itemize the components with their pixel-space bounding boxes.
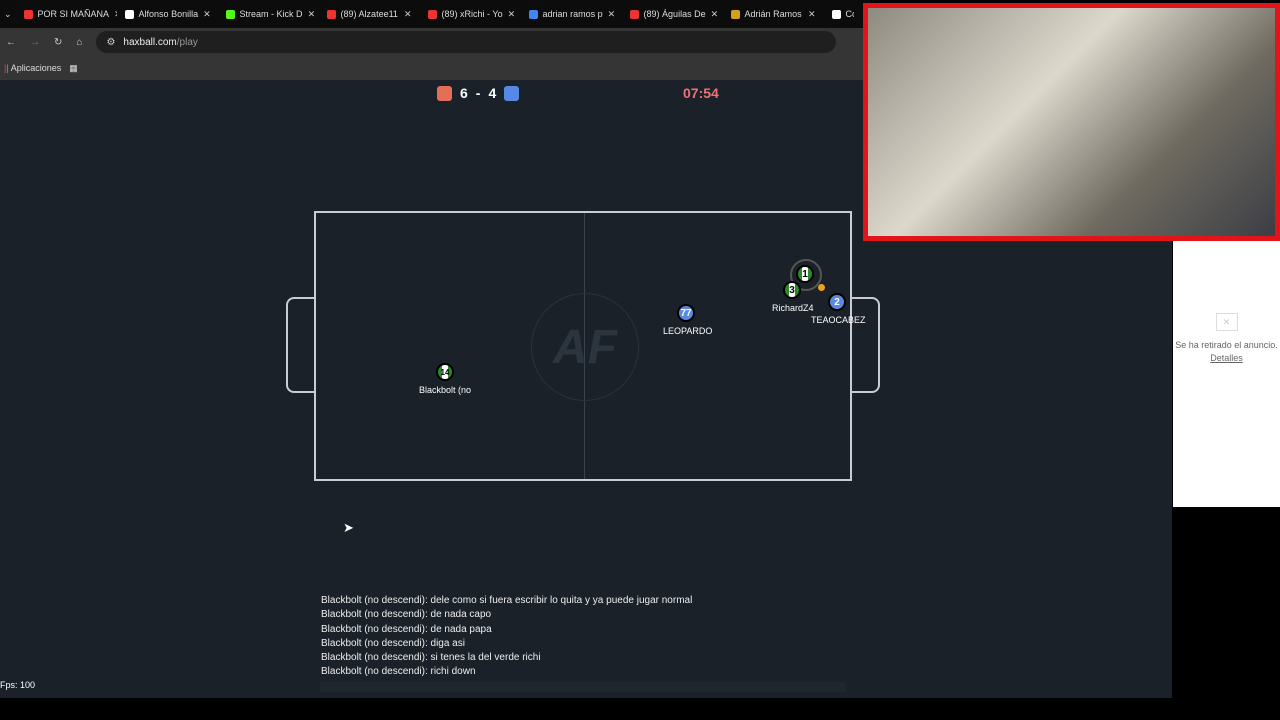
fps-counter: Fps: 100	[0, 680, 36, 690]
kick-ring	[790, 259, 822, 291]
tab-favicon-icon	[225, 9, 235, 19]
chat-input[interactable]	[320, 682, 846, 692]
back-icon[interactable]: ←	[6, 36, 16, 48]
player-number: 77	[680, 307, 692, 319]
browser-tab[interactable]: (89) Alzatee11 ✕	[319, 9, 420, 20]
player-name: TEAOCABEZ	[811, 315, 866, 325]
chat-message: Blackbolt (no descendi): de nada capo	[321, 609, 492, 621]
tab-title: (89) Águilas De	[643, 9, 706, 19]
chat-message: Blackbolt (no descendi): dele como si fu…	[321, 595, 693, 606]
bookmark-label: Aplicaciones	[10, 63, 62, 73]
url-host: haxball.com	[123, 36, 177, 48]
tab-close-icon[interactable]: ✕	[307, 8, 316, 19]
player-name: LEOPARDO	[663, 326, 713, 336]
player-number: 2	[834, 296, 840, 308]
tab-title: adrian ramos p	[542, 9, 603, 19]
ad-details-link[interactable]: Detalles	[1210, 353, 1243, 363]
field-logo: AF	[553, 320, 617, 374]
game-timer: 07:54	[683, 85, 719, 101]
site-info-icon[interactable]: ⚙	[106, 36, 116, 48]
tab-close-icon[interactable]: ✕	[203, 8, 211, 19]
ad-removed-panel: ✕ Se ha retirado el anuncio. Detalles	[1173, 241, 1280, 507]
reload-icon[interactable]: ↻	[54, 36, 63, 48]
player-richardz4: 3	[783, 281, 801, 299]
score-separator: -	[475, 85, 481, 101]
apps-bookmark[interactable]: || Aplicaciones	[4, 63, 61, 73]
apps-icon: |	[6, 63, 9, 73]
url-path: /play	[176, 36, 198, 48]
player-number: 14	[440, 367, 450, 377]
chat-message: Blackbolt (no descendi): si tenes la del…	[321, 652, 541, 664]
grid-icon[interactable]: ▦	[69, 62, 78, 73]
browser-tab[interactable]: Adrián Ramos ✕	[723, 9, 824, 20]
tab-favicon-icon	[528, 9, 538, 19]
tab-title: Stream - Kick D	[239, 9, 303, 19]
red-score: 6	[460, 85, 468, 101]
browser-tab[interactable]: (89) xRichi - Yo ✕	[420, 9, 521, 20]
tab-favicon-icon	[427, 9, 437, 19]
browser-tab[interactable]: adrian ramos p ✕	[521, 9, 622, 20]
tab-title: (89) Alzatee11	[340, 9, 398, 19]
center-circle: AF	[531, 293, 639, 401]
mouse-cursor-icon: ➤	[343, 520, 354, 535]
tab-favicon-icon	[831, 9, 841, 19]
player-number: 3	[789, 284, 795, 296]
browser-tab[interactable]: Alfonso Bonilla ✕	[117, 9, 218, 20]
tab-close-icon[interactable]: ✕	[404, 8, 412, 19]
tab-close-icon[interactable]: ✕	[808, 8, 816, 19]
address-bar: ← → ↻ ⌂ ⚙ haxball.com/play	[0, 28, 870, 56]
player-teaocabez: 2	[828, 293, 846, 311]
tab-close-icon[interactable]: ✕	[710, 8, 719, 19]
bookmarks-bar: || Aplicaciones ▦	[0, 56, 870, 80]
ball	[818, 284, 825, 291]
home-icon[interactable]: ⌂	[76, 36, 83, 48]
apps-icon: |	[4, 63, 7, 73]
player-leopardo: 77	[677, 304, 695, 322]
tab-close-icon[interactable]: ✕	[114, 9, 116, 20]
tab-title: POR SI MAÑANA	[37, 9, 110, 19]
tab-title: (89) xRichi - Yo	[441, 9, 503, 19]
browser-tab[interactable]: Co	[824, 9, 854, 20]
pitch: AF	[314, 211, 852, 481]
tab-close-icon[interactable]: ✕	[607, 8, 616, 19]
tab-favicon-icon	[629, 9, 639, 19]
browser-tab[interactable]: Stream - Kick D ✕	[218, 9, 319, 20]
webcam-overlay	[863, 3, 1280, 241]
tab-favicon-icon	[326, 9, 336, 19]
right-goal	[850, 297, 880, 393]
player-blackbolt: 14	[436, 363, 454, 381]
browser-tab[interactable]: POR SI MAÑANA ✕	[16, 9, 117, 20]
scoreboard: 6 - 4	[437, 85, 520, 101]
player-name: Blackbolt (no	[419, 385, 472, 395]
tab-title: Alfonso Bonilla	[138, 9, 199, 19]
blue-score: 4	[488, 85, 497, 101]
tab-favicon-icon	[730, 9, 740, 19]
browser-tab[interactable]: (89) Águilas De ✕	[622, 9, 723, 20]
blue-team-icon	[504, 85, 520, 101]
chat-message: Blackbolt (no descendi): richi down	[321, 666, 476, 678]
player-name: RichardZ4	[772, 303, 814, 313]
red-team-icon	[437, 85, 452, 101]
tab-favicon-icon	[23, 9, 33, 19]
forward-icon[interactable]: →	[30, 36, 40, 48]
tab-favicon-icon	[124, 9, 134, 19]
player-number: 1	[802, 268, 808, 280]
ad-close-icon: ✕	[1215, 313, 1238, 331]
chat-message: Blackbolt (no descendi): de nada papa	[321, 623, 492, 635]
chat-message: Blackbolt (no descendi): diga asi	[321, 637, 465, 649]
tab-list-chevron-icon[interactable]: ⌄	[4, 8, 12, 19]
left-goal	[286, 297, 316, 393]
tab-title: Co	[845, 9, 854, 19]
url-input[interactable]: ⚙ haxball.com/play	[96, 31, 837, 53]
chat-log: Blackbolt (no descendi): dele como si fu…	[321, 594, 692, 680]
tab-bar: ⌄ POR SI MAÑANA✕Alfonso Bonilla✕Stream -…	[0, 0, 870, 28]
tab-title: Adrián Ramos	[744, 9, 802, 19]
tab-close-icon[interactable]: ✕	[507, 8, 516, 19]
ad-removed-text: Se ha retirado el anuncio.	[1175, 340, 1278, 350]
player-1: 1	[796, 265, 814, 283]
